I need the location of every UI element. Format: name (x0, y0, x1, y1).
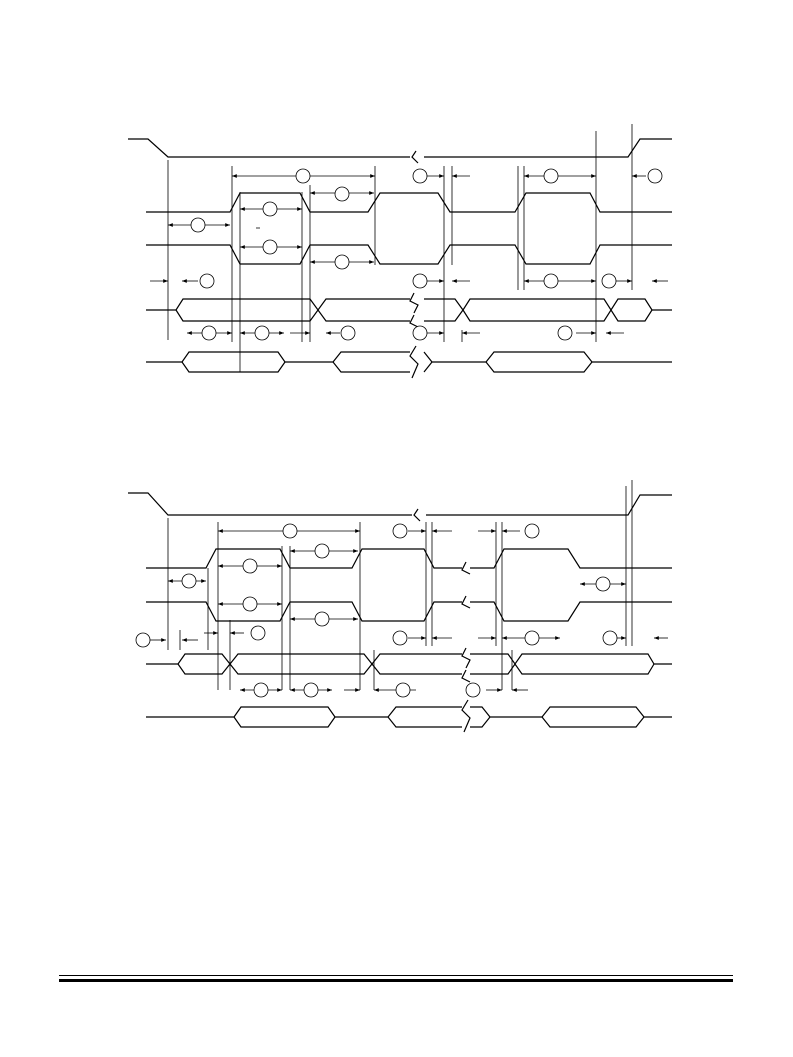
d1-timing-arrows (150, 174, 668, 335)
timing-diagram-1 (128, 124, 672, 379)
d1-break-mark-1 (411, 150, 419, 164)
d2-break-mark-3 (461, 595, 471, 609)
footer-rule-thin (59, 975, 733, 976)
d2-signal-5-bus (146, 699, 672, 733)
d2-signal-3-line (146, 601, 672, 622)
d2-break-mark-1 (413, 508, 421, 522)
timing-diagram-2 (128, 480, 672, 733)
d1-signal-3-line (146, 244, 672, 265)
d2-break-mark-2 (461, 561, 471, 575)
d1-signal-1-line (128, 138, 672, 158)
d2-signal-1-line (128, 492, 672, 516)
d2-label-circles (135, 523, 618, 698)
d1-signal-4-bus (146, 292, 672, 328)
d1-label-circles (190, 168, 663, 341)
d2-signal-2-line (146, 548, 672, 569)
footer-rule-thick (59, 979, 733, 982)
d1-signal-5-bus (146, 345, 672, 379)
d2-reference-lines (167, 480, 633, 690)
d2-signal-4-bus (146, 647, 672, 683)
d1-signal-2-line (146, 192, 672, 213)
